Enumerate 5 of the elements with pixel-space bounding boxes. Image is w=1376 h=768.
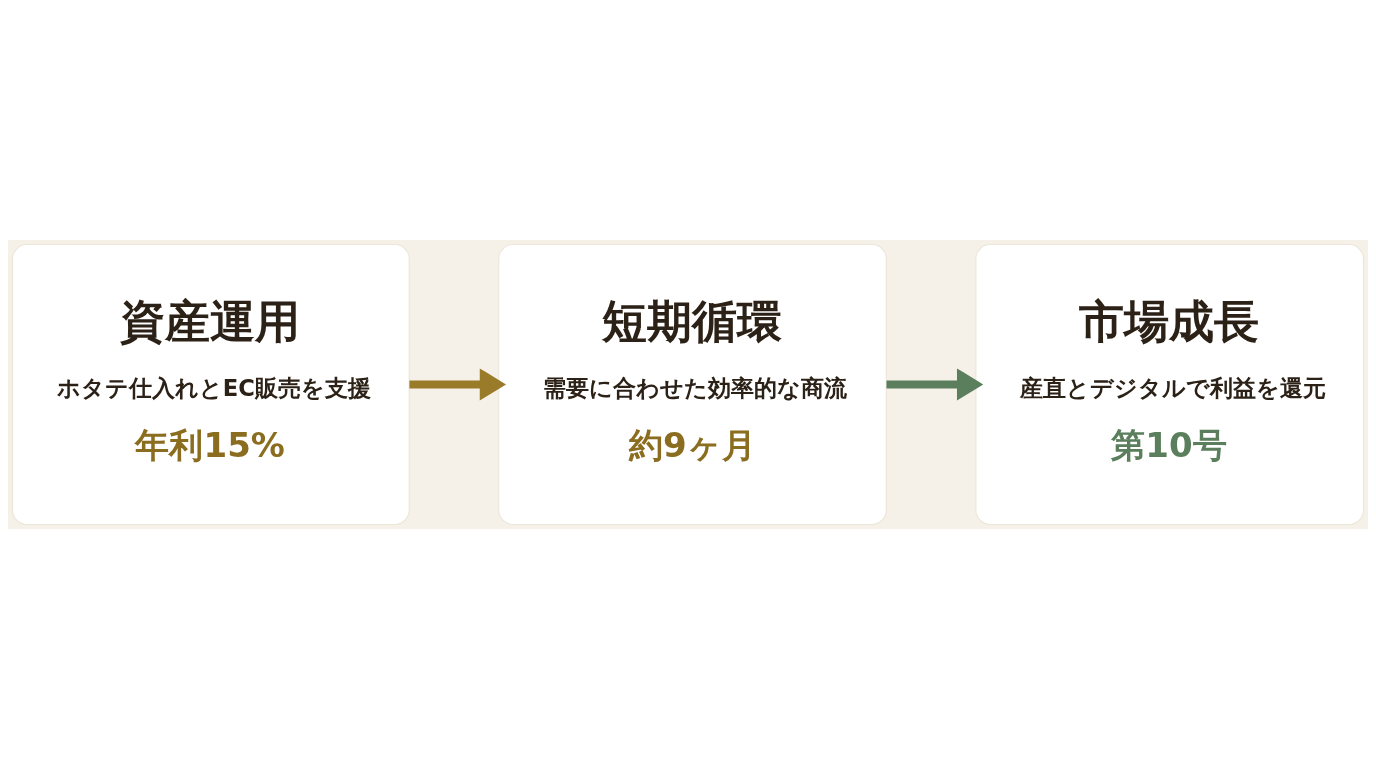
arrow	[409, 367, 507, 401]
arrow	[886, 367, 984, 401]
node-box: 資産運用 ホタテ仕入れとEC販売を支援 年利15%	[11, 243, 410, 525]
node-box: 短期循環 需要に合わせた効率的な商流 約9ヶ月	[498, 243, 887, 525]
node-box: 市場成長 産直とデジタルで利益を還元 第10号	[975, 243, 1365, 525]
